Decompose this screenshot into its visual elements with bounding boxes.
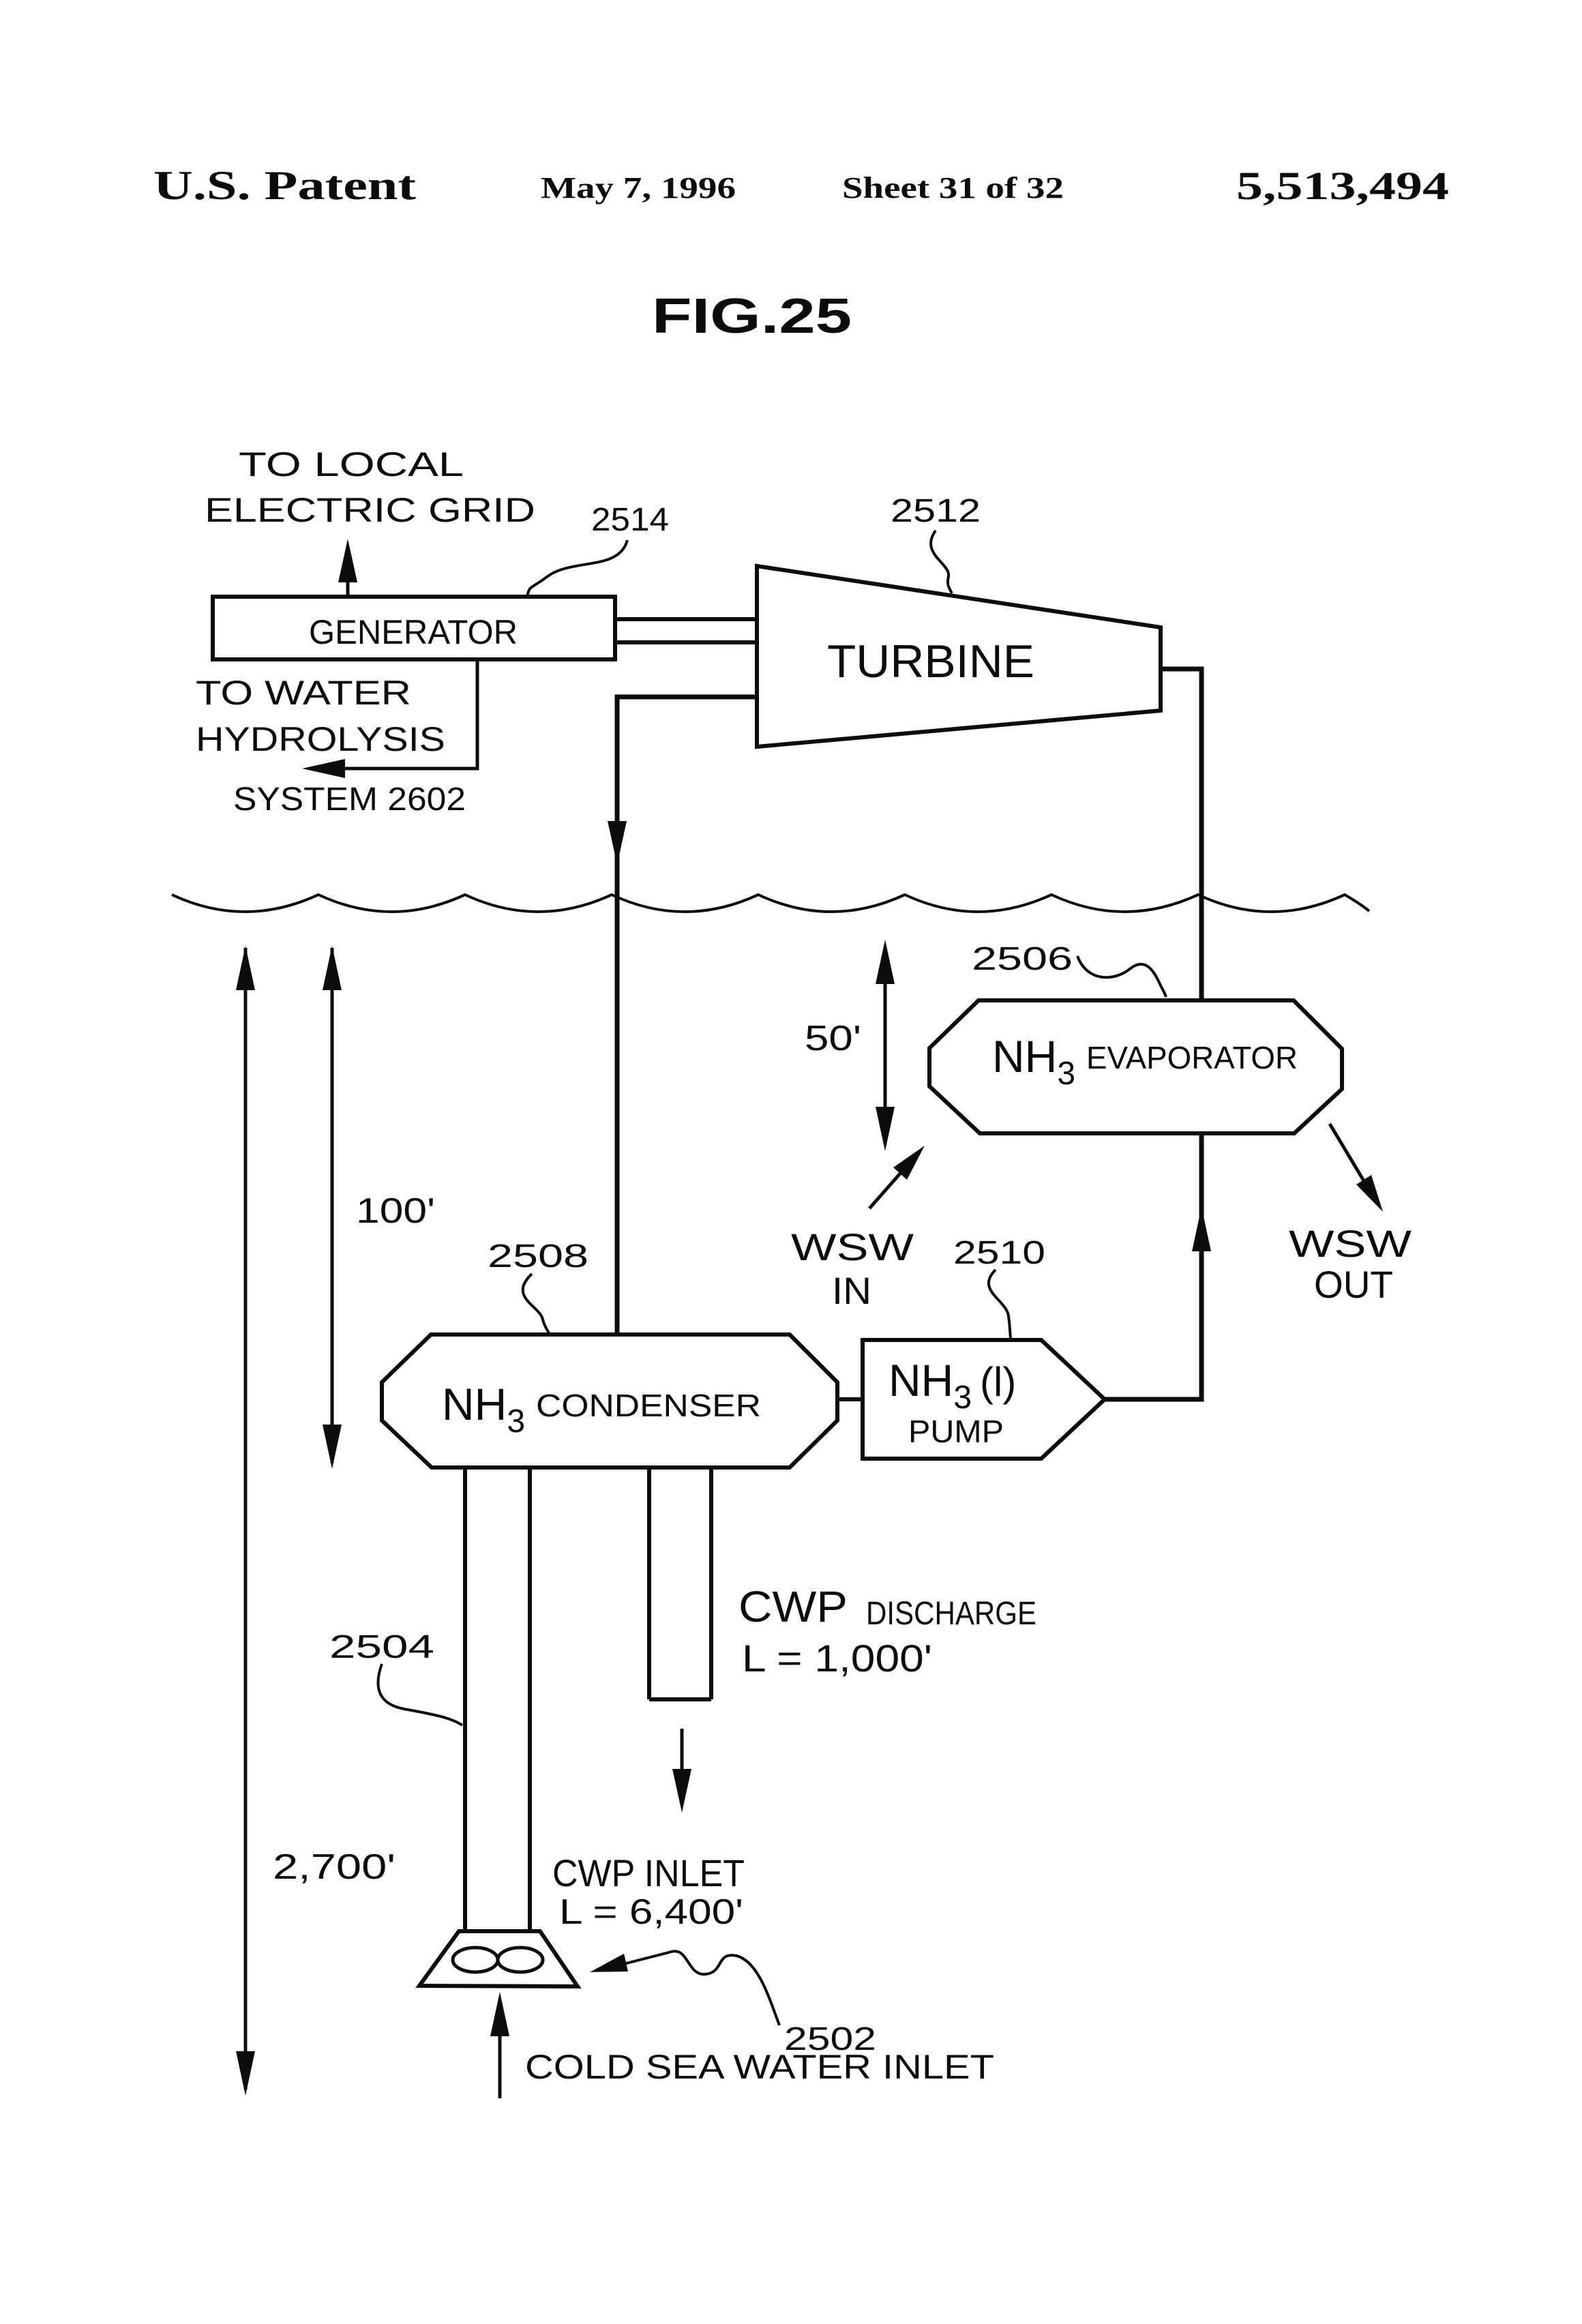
generator-ref-leader xyxy=(526,539,629,598)
evaporator-to-turbine-pipe xyxy=(1161,666,1204,999)
patent-sheet-number: Sheet 31 of 32 xyxy=(842,171,1064,205)
hydrolysis-label-line1: TO WATER xyxy=(196,674,411,712)
condenser-label: NH3 CONDENSER xyxy=(442,1379,761,1440)
dim2700-arrow-down xyxy=(236,2051,255,2096)
dim100-arrow-up xyxy=(323,946,342,990)
turbine-shape xyxy=(755,563,1163,749)
turbine-ref-label: 2512 xyxy=(891,493,981,529)
inlet-screen-rotor-right xyxy=(496,1946,545,1974)
grid-label-line1: TO LOCAL xyxy=(239,445,464,483)
cold-inlet-arrow-head xyxy=(490,1992,509,2036)
pump-ref-label: 2510 xyxy=(953,1235,1045,1271)
evaporator-unit: NH3 EVAPORATOR xyxy=(927,998,1344,1135)
wsw-in-arrow-head xyxy=(893,1146,925,1180)
dimension-50ft: 50' xyxy=(805,940,895,1151)
pump-to-evaporator-pipe xyxy=(1105,1135,1204,1402)
hydrolysis-arrow-head xyxy=(302,759,345,778)
wsw-in: WSW IN xyxy=(791,1146,925,1312)
pump-shape xyxy=(861,1338,1108,1461)
turbine-ref-leader xyxy=(929,529,953,594)
wsw-in-label-line1: WSW xyxy=(791,1225,914,1268)
condenser-label-subscript: 3 xyxy=(507,1403,525,1440)
evaporator-label-name: EVAPORATOR xyxy=(1086,1040,1298,1075)
evaporator-shape xyxy=(927,998,1344,1135)
dim100-arrow-down xyxy=(323,1425,342,1469)
hydrolysis-label-line3: SYSTEM 2602 xyxy=(233,781,466,818)
patent-date: May 7, 1996 xyxy=(541,171,736,205)
figure-title: FIG.25 xyxy=(652,289,852,344)
cold-inlet-label: COLD SEA WATER INLET xyxy=(525,2048,994,2086)
condenser-label-prefix: NH xyxy=(442,1379,507,1429)
pump-label-prefix: NH xyxy=(889,1355,953,1405)
wsw-out-arrow-head xyxy=(1356,1175,1383,1212)
turbine-unit: TURBINE xyxy=(615,563,1163,749)
inlet-label: CWP INLET xyxy=(552,1851,745,1894)
inlet-screen-ref-label: 2502 xyxy=(784,2021,876,2057)
evaporator-ref-leader xyxy=(1076,955,1167,998)
inlet-screen-ref-arrow-head xyxy=(590,1954,628,1972)
pump-unit: NH3(l) PUMP xyxy=(837,1338,1108,1461)
discharge-arrow-head xyxy=(672,1769,691,1813)
evaporator-ref-label: 2506 xyxy=(972,941,1073,977)
wsw-out-label-line2: OUT xyxy=(1314,1263,1393,1306)
generator-unit: GENERATOR xyxy=(211,595,617,661)
dim2700-arrow-up xyxy=(236,946,255,990)
condenser-ref-label: 2508 xyxy=(488,1238,588,1275)
inlet-pipe-ref-leader xyxy=(376,1663,464,1727)
evaporator-label: NH3 EVAPORATOR xyxy=(992,1031,1298,1092)
exhaust-flow-arrow-head xyxy=(608,821,627,865)
evaporator-label-prefix: NH xyxy=(992,1031,1057,1082)
pump-label-name: PUMP xyxy=(908,1414,1004,1449)
pump-ref-leader xyxy=(987,1268,1012,1339)
evaporator-label-subscript: 3 xyxy=(1057,1056,1075,1092)
dimension-100ft: 100' xyxy=(323,946,435,1469)
dim2700-label: 2,700' xyxy=(273,1847,395,1887)
grid-arrow-head xyxy=(338,539,357,582)
to-local-grid: TO LOCAL ELECTRIC GRID xyxy=(205,445,535,597)
generator-label: GENERATOR xyxy=(309,613,518,651)
generator-box xyxy=(211,595,617,661)
cwp-discharge-pipe: CWP DISCHARGE L = 1,000' xyxy=(647,1468,1036,1813)
turbine-exhaust-pipe xyxy=(614,694,757,1333)
dim50-arrow-down xyxy=(876,1107,895,1151)
condenser-shape xyxy=(380,1332,839,1470)
dim50-label: 50' xyxy=(805,1019,861,1058)
condenser-label-name: CONDENSER xyxy=(536,1388,761,1423)
to-water-hydrolysis: TO WATER HYDROLYSIS SYSTEM 2602 xyxy=(196,659,479,818)
hydrolysis-label-line2: HYDROLYSIS xyxy=(196,720,445,758)
pump-label-liquid: (l) xyxy=(980,1359,1016,1405)
wsw-out: WSW OUT xyxy=(1289,1122,1412,1306)
grid-label-line2: ELECTRIC GRID xyxy=(205,491,535,529)
pump-label-subscript: 3 xyxy=(953,1380,972,1416)
cwp-inlet-pipe: 2504 CWP INLET L = 6,400' xyxy=(329,1468,745,1932)
dimension-2700ft: 2,700' xyxy=(236,946,395,2096)
inlet-length-label: L = 6,400' xyxy=(559,1892,743,1932)
dim50-arrow-up xyxy=(876,940,895,984)
generator-ref-label: 2514 xyxy=(591,502,669,538)
condenser-unit: NH3 CONDENSER xyxy=(380,1332,839,1470)
cold-sea-water-inlet: COLD SEA WATER INLET xyxy=(490,1992,994,2098)
inlet-screen: 2502 xyxy=(415,1929,876,2057)
wsw-out-label-line1: WSW xyxy=(1289,1222,1412,1265)
condenser-ref-leader xyxy=(521,1272,551,1335)
discharge-label-main: CWP xyxy=(738,1582,848,1631)
turbine-label: TURBINE xyxy=(827,636,1034,687)
patent-title: U.S. Patent xyxy=(153,163,416,208)
pump-label: NH3(l) xyxy=(889,1355,1016,1416)
sea-surface-wave-line xyxy=(171,893,1371,913)
inlet-screen-ref-leader xyxy=(599,1950,781,2026)
patent-number: 5,513,494 xyxy=(1236,164,1449,208)
discharge-label-rest: DISCHARGE xyxy=(866,1596,1036,1632)
page-header: U.S. Patent May 7, 1996 Sheet 31 of 32 5… xyxy=(153,163,1449,208)
inlet-pipe-ref-label: 2504 xyxy=(329,1629,434,1665)
hydrolysis-line xyxy=(314,659,479,771)
dim100-label: 100' xyxy=(356,1191,435,1231)
discharge-length-label: L = 1,000' xyxy=(742,1637,932,1680)
pump-flow-arrow-head xyxy=(1192,1207,1211,1251)
wsw-in-label-line2: IN xyxy=(832,1269,871,1312)
